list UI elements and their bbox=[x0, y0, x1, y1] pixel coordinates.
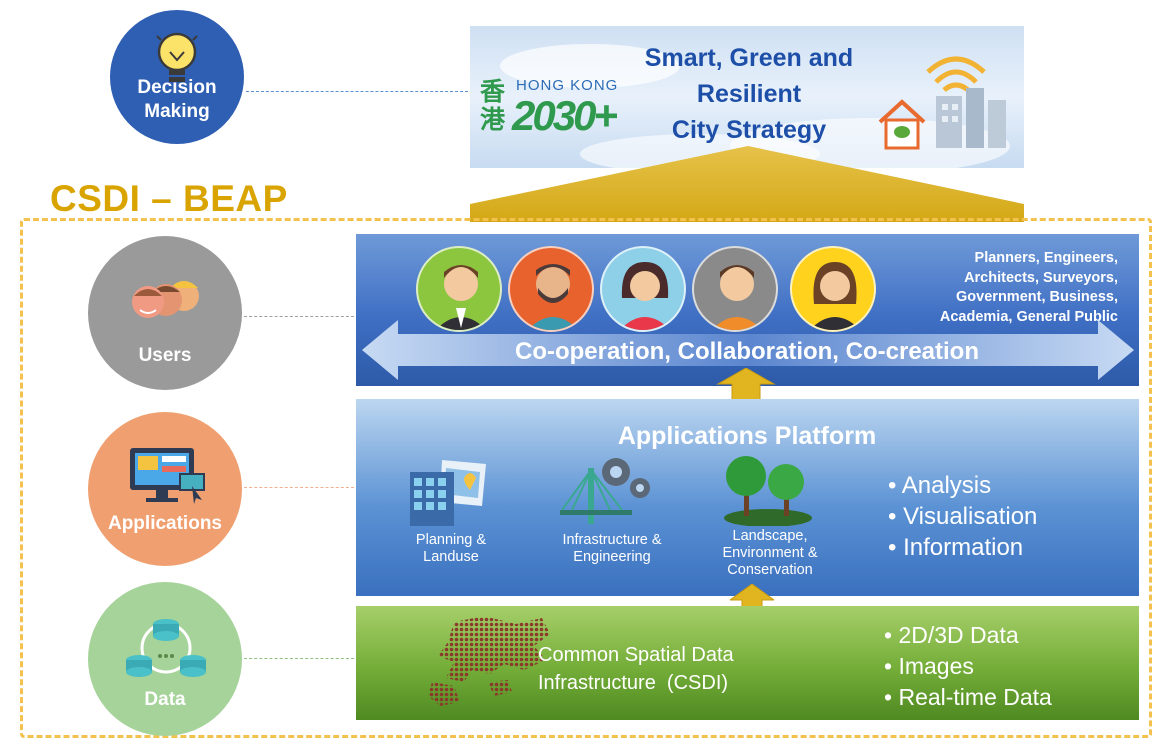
data-circle: Data bbox=[88, 582, 242, 736]
csdi-label-line-2: Infrastructure (CSDI) bbox=[538, 672, 729, 694]
avatar-man-orange bbox=[692, 246, 778, 332]
bullet-item: Real-time Data bbox=[884, 682, 1051, 713]
lightbulb-icon bbox=[156, 32, 198, 82]
framework-title: CSDI – BEAP bbox=[44, 178, 294, 220]
collaboration-double-arrow bbox=[362, 320, 1134, 380]
csdi-label-line-1: Common Spatial Data bbox=[538, 644, 734, 666]
csdi-label: Common Spatial Data Infrastructure (CSDI… bbox=[538, 641, 734, 697]
planning-building-map-icon bbox=[410, 460, 486, 526]
infrastructure-bridge-gear-icon bbox=[560, 458, 650, 524]
decision-connector-line bbox=[246, 91, 468, 92]
avatar-woman-yellow bbox=[790, 246, 876, 332]
strategy-title-line-3: City Strategy bbox=[671, 116, 827, 144]
applications-connector-line bbox=[244, 487, 354, 488]
user-groups-list: Planners, Engineers, Architects, Surveyo… bbox=[858, 249, 1118, 327]
applications-bullet-list: Analysis Visualisation Information bbox=[888, 470, 1038, 563]
applications-label: Applications bbox=[107, 513, 222, 534]
app-infrastructure-label: Infrastructure & Engineering bbox=[562, 532, 662, 565]
data-label: Data bbox=[144, 689, 186, 710]
data-bullet-list: 2D/3D Data Images Real-time Data bbox=[884, 620, 1052, 713]
collaboration-text: Co-operation, Collaboration, Co-creation bbox=[514, 338, 979, 365]
user-group-line: Architects, Surveyors, bbox=[964, 269, 1118, 286]
database-network-icon bbox=[126, 619, 206, 677]
applications-platform-title: Applications Platform bbox=[617, 422, 877, 450]
user-group-line: Planners, Engineers, bbox=[974, 250, 1118, 266]
bullet-item: Images bbox=[884, 651, 1052, 682]
data-apps-up-arrow bbox=[730, 584, 774, 624]
strategy-title-line-1: Smart, Green and bbox=[644, 44, 854, 72]
bullet-item: Analysis bbox=[888, 470, 1037, 501]
bullet-item: Visualisation bbox=[888, 501, 1037, 532]
monitor-icon bbox=[130, 448, 205, 504]
users-circle: Users bbox=[88, 236, 242, 390]
app-landscape-label: Landscape, Environment & Conservation bbox=[722, 528, 818, 578]
data-connector-line bbox=[244, 658, 354, 659]
logo-chinese-text: 香港 bbox=[480, 77, 506, 134]
landscape-trees-icon bbox=[724, 456, 812, 526]
app-planning-label: Planning & Landuse bbox=[415, 532, 487, 565]
decision-making-circle: Decision Making bbox=[110, 10, 244, 144]
users-label: Users bbox=[138, 345, 192, 366]
avatar-man-beard bbox=[508, 246, 594, 332]
user-group-line: Academia, General Public bbox=[939, 308, 1118, 325]
bullet-item: 2D/3D Data bbox=[884, 620, 1052, 651]
logo-2030-text: 2030+ bbox=[512, 92, 618, 139]
strategy-funnel-shape bbox=[470, 146, 1024, 222]
bullet-item: Information bbox=[888, 532, 1037, 563]
hong-kong-map-icon bbox=[428, 616, 550, 706]
avatar-man-suit bbox=[416, 246, 502, 332]
applications-circle: Applications bbox=[88, 412, 242, 566]
decision-making-label: Decision Making bbox=[137, 77, 217, 122]
logo-hong-kong-text: HONG KONG bbox=[516, 77, 619, 94]
avatar-woman-red bbox=[600, 246, 686, 332]
framework-dashed-frame bbox=[20, 218, 1152, 738]
smart-city-icon bbox=[878, 56, 1006, 150]
users-icon bbox=[132, 281, 199, 318]
users-connector-line bbox=[244, 316, 354, 317]
strategy-title-line-2: Resilient bbox=[696, 80, 802, 108]
user-group-line: Government, Business, bbox=[956, 289, 1118, 305]
strategy-title: Smart, Green and Resilient City Strategy bbox=[634, 40, 864, 148]
